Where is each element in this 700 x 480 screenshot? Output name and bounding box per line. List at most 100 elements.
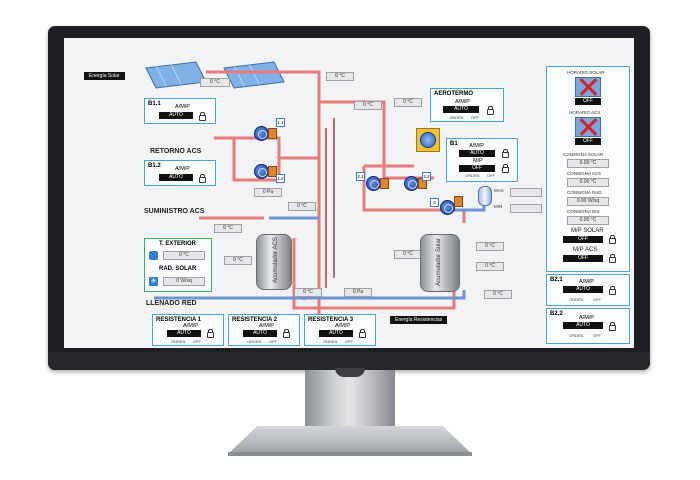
pressure-reading-2: 0 Pa <box>344 288 372 297</box>
b2-2-mode-value[interactable]: AUTO <box>563 322 603 329</box>
b2-1-mode-value[interactable]: AUTO <box>563 286 603 293</box>
pump-2-2-tag: 2.2 <box>422 172 431 181</box>
resistencia-2-mode-value[interactable]: AUTO <box>243 330 277 337</box>
resistencia-1-state: OFF <box>193 339 201 344</box>
lock-icon[interactable] <box>199 174 206 183</box>
resistencia-2-orden: ORDEN <box>247 339 262 344</box>
resistencia-3-orden: ORDEN <box>323 339 338 344</box>
motor-icon <box>380 178 389 189</box>
lock-icon[interactable] <box>502 164 509 173</box>
resistencia-3-mode-label: A/M/P <box>335 323 350 329</box>
b2-1-state: OFF <box>593 297 601 302</box>
pump-1-1-icon[interactable] <box>254 126 269 141</box>
scada-screen: Energía Solar Energía Resistencias 0 °C … <box>64 38 634 348</box>
resistencia-1-title: RESISTENCIA 1 <box>156 317 202 323</box>
b1-1-title: B1.1 <box>148 101 161 107</box>
horario-solar-state[interactable]: OFF <box>575 98 601 105</box>
b1-1-mode-label: A/M/P <box>175 104 190 110</box>
pump-1-2-icon[interactable] <box>254 164 269 179</box>
gauge-min-field <box>510 204 542 213</box>
settings-panel: HORARIO SOLAR OFF HORARIO ACS OFF CONSIG… <box>546 66 630 272</box>
consigna-rad-value[interactable]: 0.00 W/sq <box>567 197 609 206</box>
b2-2-mode-label: A/M/P <box>579 315 594 321</box>
pump-2-1-tag: 2.1 <box>356 172 365 181</box>
aerotermo-mode-value[interactable]: AUTO <box>443 106 479 113</box>
exterior-title: T. EXTERIOR <box>159 241 197 247</box>
llenado-red-label: LLENADO RED <box>146 300 197 307</box>
sun-icon: ✳ <box>149 277 158 286</box>
resistencia-3-panel: RESISTENCIA 3 A/M/P AUTO ORDEN OFF <box>304 314 376 346</box>
b1-mode-label: A/M/P <box>469 143 484 149</box>
consigna-rad-label: CONSIGNA RAD. <box>567 190 603 195</box>
lock-icon[interactable] <box>487 106 494 115</box>
environment-panel: T. EXTERIOR 0 °C RAD. SOLAR ✳ 0 W/sq <box>144 238 212 292</box>
b2-2-orden: ORDEN <box>569 333 584 338</box>
horario-acs-label: HORARIO ACS <box>569 110 601 115</box>
lock-icon[interactable] <box>283 329 290 338</box>
solar-radiation-title: RAD. SOLAR <box>159 266 197 272</box>
consigna-solar-value[interactable]: 0.00 °C <box>567 159 609 168</box>
lock-icon[interactable] <box>609 254 616 263</box>
pump-1-2-tag: 1.2 <box>276 174 285 183</box>
energia-resistencias-button[interactable]: Energía Resistencias <box>390 316 448 324</box>
b1-2-panel: B1.2 A/M/P AUTO <box>144 160 216 186</box>
exterior-value: 0 °C <box>163 251 205 260</box>
monitor-stand-base <box>228 426 472 454</box>
aerotermo-fan-icon[interactable] <box>416 128 440 152</box>
horario-solar-disabled-icon[interactable] <box>575 77 601 97</box>
pump-2-2-icon[interactable] <box>404 176 419 191</box>
horario-acs-disabled-icon[interactable] <box>575 117 601 137</box>
pump-2-1-icon[interactable] <box>366 176 381 191</box>
top-temp-reading: 0 °C <box>326 72 354 81</box>
lock-icon[interactable] <box>502 149 509 158</box>
pump-1-1-tag: 1.1 <box>276 118 285 127</box>
acs-low-temp-reading: 0 °C <box>294 288 322 297</box>
solar-low-temp-reading: 0 °C <box>394 250 422 259</box>
resistencia-1-mode-value[interactable]: AUTO <box>167 330 201 337</box>
b2-1-title: B2.1 <box>550 277 563 283</box>
acs-tank-label: Acumulador ACS <box>272 237 279 283</box>
b1-state: OFF <box>487 173 495 178</box>
b1-title: B1 <box>450 141 458 147</box>
b2-2-state: OFF <box>593 333 601 338</box>
b1-mp-value[interactable]: OFF <box>459 165 495 172</box>
solar-radiation-value: 0 W/sq <box>163 277 205 286</box>
lock-icon[interactable] <box>609 235 616 244</box>
mid-temp-reading-2: 0 °C <box>288 202 316 211</box>
lock-icon[interactable] <box>609 322 616 331</box>
consigna-dis-value[interactable]: 0.00 °C <box>567 216 609 225</box>
mp-solar-label: M/P SOLAR <box>571 228 604 234</box>
solar-panel-1 <box>145 61 207 89</box>
solar-tank-label: Acumulador Solar <box>435 238 442 286</box>
horario-solar-label: HORARIO SOLAR <box>567 70 605 75</box>
energia-solar-button[interactable]: Energía Solar <box>84 72 125 80</box>
thermometer-icon <box>149 251 158 260</box>
resistencia-2-title: RESISTENCIA 2 <box>232 317 278 323</box>
horario-acs-state[interactable]: OFF <box>575 138 601 145</box>
resistencia-3-mode-value[interactable]: AUTO <box>319 330 353 337</box>
b1-1-mode-value[interactable]: AUTO <box>159 112 193 119</box>
pump-3-icon[interactable] <box>440 200 455 215</box>
solar-right-temp-reading-2: 0 °C <box>476 262 504 271</box>
b1-mode-value[interactable]: AUTO <box>459 150 495 157</box>
gauge-max-label: MAX <box>494 188 504 193</box>
gauge-max-field <box>510 188 542 197</box>
aerotermo-panel: AEROTERMO A/M/P AUTO ORDEN OFF <box>430 88 504 122</box>
mp-acs-label: M/P ACS <box>573 247 598 253</box>
consigna-acs-value[interactable]: 0.00 °C <box>567 178 609 187</box>
lock-icon[interactable] <box>609 286 616 295</box>
mp-acs-value[interactable]: OFF <box>563 255 603 262</box>
mp-solar-value[interactable]: OFF <box>563 236 603 243</box>
b1-orden-label: ORDEN <box>465 173 480 178</box>
b2-2-title: B2.2 <box>550 311 563 317</box>
solar-panel-2 <box>223 61 285 89</box>
circuit-temp-reading: 0 °C <box>394 98 422 107</box>
cable-hole <box>335 368 365 377</box>
aerotermo-mode-label: A/M/P <box>455 99 470 105</box>
lock-icon[interactable] <box>359 329 366 338</box>
b2-1-mode-label: A/M/P <box>579 279 594 285</box>
b1-2-mode-value[interactable]: AUTO <box>159 174 193 181</box>
lock-icon[interactable] <box>207 329 214 338</box>
lock-icon[interactable] <box>199 112 206 121</box>
expansion-vessel <box>478 186 492 206</box>
